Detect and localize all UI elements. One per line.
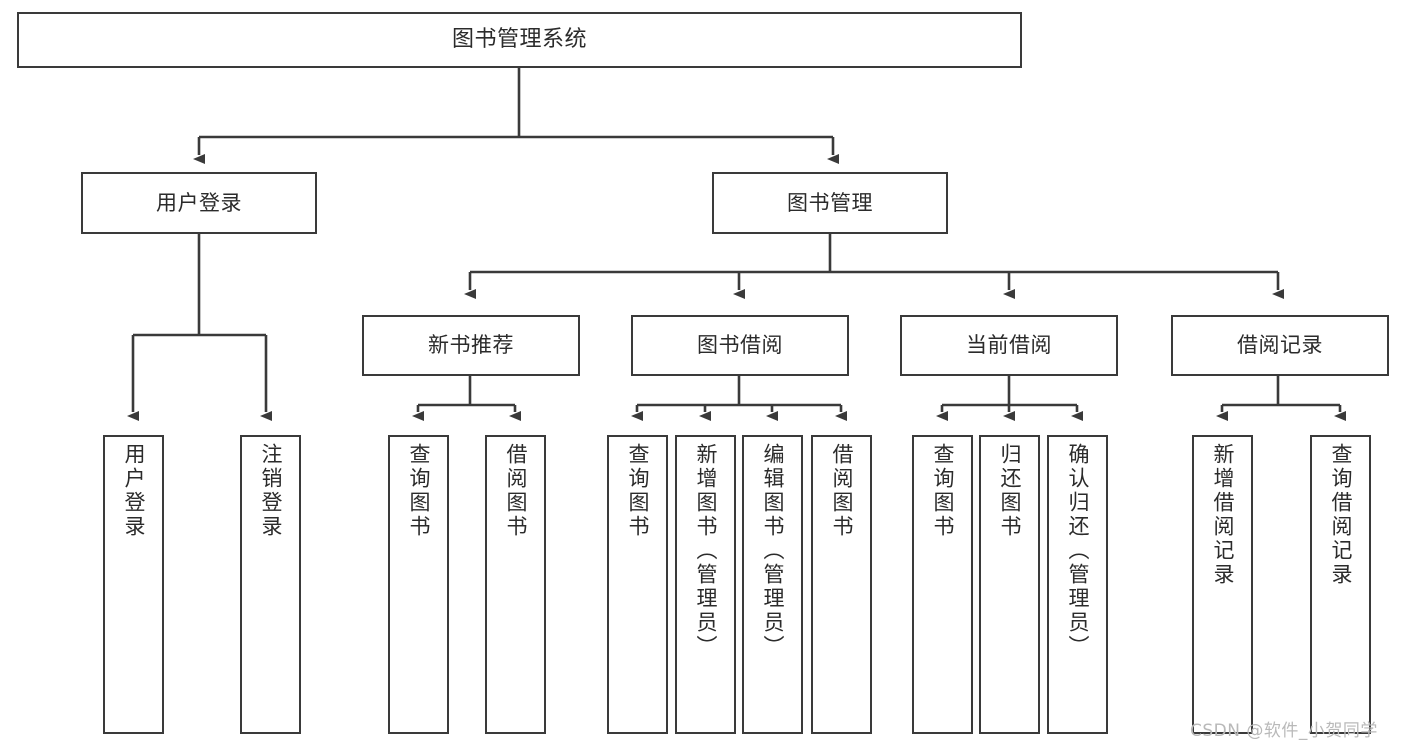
node-new-book-recommend-label: 新书推荐 [428, 333, 514, 358]
leaf-add-record-label: 新增借阅记录 [1211, 443, 1235, 587]
leaf-logout-login-label: 注销登录 [259, 443, 283, 539]
node-book-manage[interactable]: 图书管理 [712, 172, 948, 234]
node-borrow-record-label: 借阅记录 [1237, 333, 1323, 358]
leaf-query-book-2[interactable]: 查询图书 [607, 435, 668, 734]
node-root[interactable]: 图书管理系统 [17, 12, 1022, 68]
leaf-add-record[interactable]: 新增借阅记录 [1192, 435, 1253, 734]
leaf-confirm-return-label: 确认归还（管理员） [1066, 443, 1090, 659]
leaf-query-book-1[interactable]: 查询图书 [388, 435, 449, 734]
leaf-return-book-label: 归还图书 [998, 443, 1022, 539]
leaf-borrow-book-1-label: 借阅图书 [504, 443, 528, 539]
leaf-add-book[interactable]: 新增图书（管理员） [675, 435, 736, 734]
leaf-user-login[interactable]: 用户登录 [103, 435, 164, 734]
leaf-query-book-1-label: 查询图书 [407, 443, 431, 539]
leaf-query-book-3-label: 查询图书 [931, 443, 955, 539]
leaf-query-record[interactable]: 查询借阅记录 [1310, 435, 1371, 734]
node-user-login[interactable]: 用户登录 [81, 172, 317, 234]
leaf-borrow-book-1[interactable]: 借阅图书 [485, 435, 546, 734]
leaf-confirm-return[interactable]: 确认归还（管理员） [1047, 435, 1108, 734]
node-user-login-label: 用户登录 [156, 190, 242, 215]
leaf-logout-login[interactable]: 注销登录 [240, 435, 301, 734]
leaf-edit-book-label: 编辑图书（管理员） [761, 443, 785, 659]
leaf-query-book-2-label: 查询图书 [626, 443, 650, 539]
leaf-return-book[interactable]: 归还图书 [979, 435, 1040, 734]
node-borrow-record[interactable]: 借阅记录 [1171, 315, 1389, 376]
node-current-borrow-label: 当前借阅 [966, 333, 1052, 358]
node-new-book-recommend[interactable]: 新书推荐 [362, 315, 580, 376]
leaf-borrow-book-2-label: 借阅图书 [830, 443, 854, 539]
leaf-edit-book[interactable]: 编辑图书（管理员） [742, 435, 803, 734]
node-current-borrow[interactable]: 当前借阅 [900, 315, 1118, 376]
leaf-borrow-book-2[interactable]: 借阅图书 [811, 435, 872, 734]
node-book-borrow-label: 图书借阅 [697, 333, 783, 358]
node-book-borrow[interactable]: 图书借阅 [631, 315, 849, 376]
leaf-query-book-3[interactable]: 查询图书 [912, 435, 973, 734]
watermark: CSDN @软件_小贺同学 [1190, 721, 1378, 741]
node-root-label: 图书管理系统 [451, 27, 587, 53]
node-book-manage-label: 图书管理 [787, 190, 873, 215]
leaf-query-record-label: 查询借阅记录 [1329, 443, 1353, 587]
leaf-add-book-label: 新增图书（管理员） [694, 443, 718, 659]
leaf-user-login-label: 用户登录 [122, 443, 146, 539]
